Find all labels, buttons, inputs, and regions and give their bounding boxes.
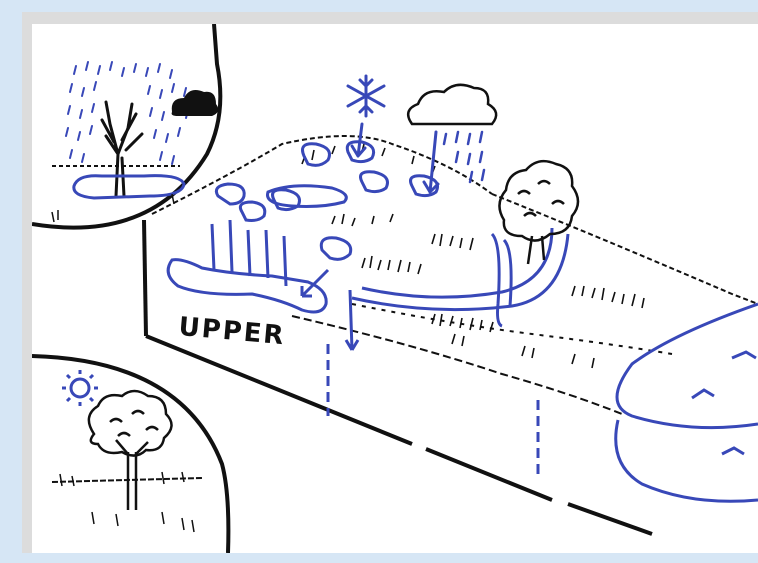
rain-icon bbox=[424, 132, 484, 192]
diagram-sheet: UPPER bbox=[32, 24, 758, 553]
leafy-tree-icon bbox=[89, 391, 172, 510]
wetland-diagram bbox=[32, 24, 758, 553]
sun-icon bbox=[62, 370, 98, 406]
river bbox=[616, 304, 758, 501]
wet-season-inset bbox=[32, 24, 220, 228]
rain-cloud-icon bbox=[408, 85, 496, 124]
diagram-frame: UPPER bbox=[22, 12, 758, 553]
dry-season-inset bbox=[32, 356, 228, 553]
bare-tree-icon bbox=[102, 102, 142, 196]
storm-cloud-icon bbox=[172, 90, 219, 116]
